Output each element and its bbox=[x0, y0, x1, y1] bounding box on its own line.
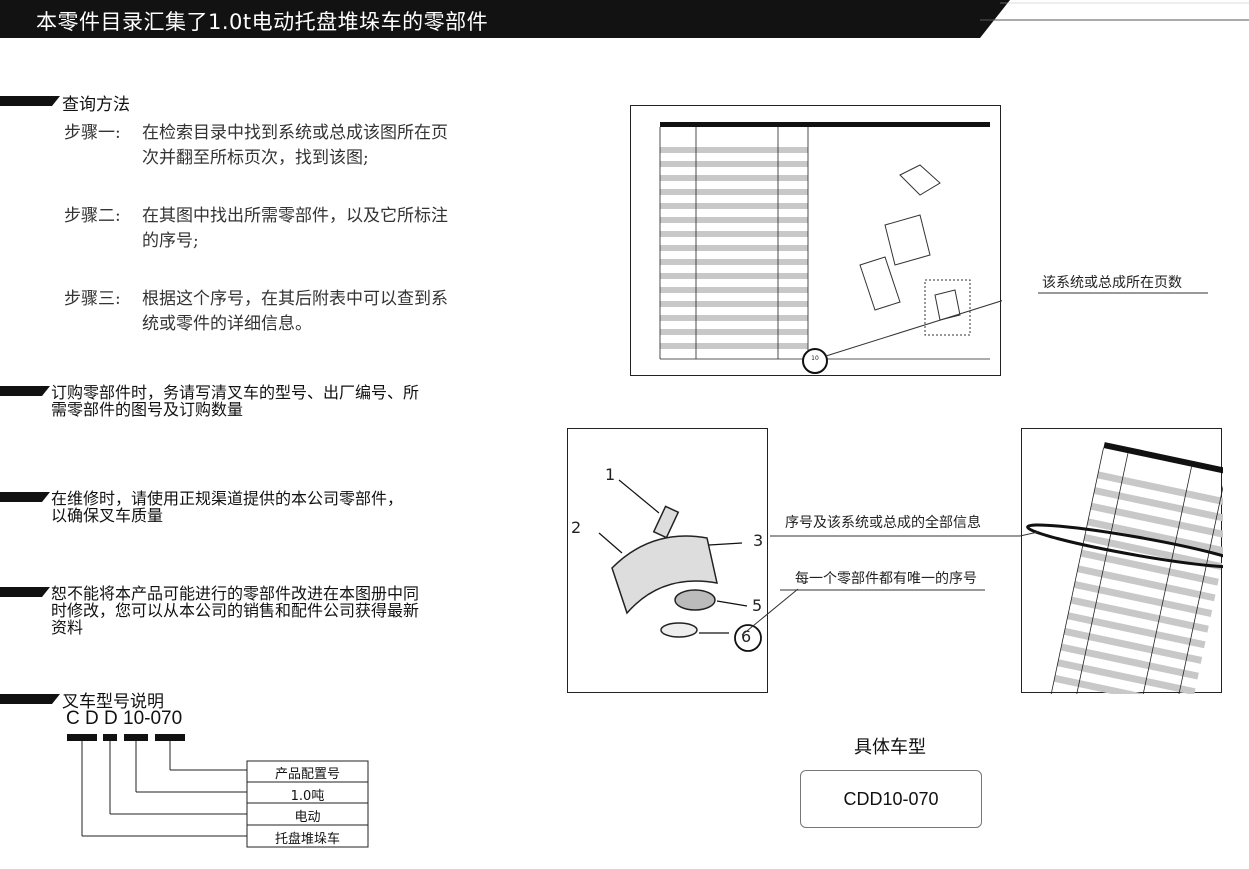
model-box bbox=[800, 770, 982, 828]
model-code-diagram bbox=[67, 734, 369, 848]
step-text: 在检索目录中找到系统或总成该图所在页 bbox=[142, 123, 448, 143]
note-maintenance: 在维修时，请使用正规渠道提供的本公司零部件， 以确保叉车质量 bbox=[51, 490, 403, 524]
note-line: 在维修时，请使用正规渠道提供的本公司零部件， bbox=[51, 489, 404, 508]
section-marker bbox=[0, 694, 60, 704]
step-text: 统或零件的详细信息。 bbox=[142, 314, 312, 334]
section-marker bbox=[0, 492, 50, 502]
part-number-2: 2 bbox=[571, 518, 582, 537]
callout-lines bbox=[770, 531, 1039, 591]
model-heading: 叉车型号说明 bbox=[62, 692, 164, 712]
part-number-1: 1 bbox=[605, 465, 616, 484]
legend-pallet-stacker: 托盘堆垛车 bbox=[274, 832, 340, 847]
parts-illustration bbox=[567, 428, 768, 693]
section-marker bbox=[0, 386, 50, 396]
note-disclaimer: 恕不能将本产品可能进行的零部件改进在本图册中同 时修改，您可以从本公司的销售和配… bbox=[51, 585, 419, 636]
legend-tonnage: 1.0吨 bbox=[290, 789, 325, 804]
parts-table-thumbnail bbox=[1021, 428, 1223, 694]
part-number-6: 6 bbox=[741, 627, 752, 646]
query-method-heading: 查询方法 bbox=[62, 95, 130, 115]
callout-leader bbox=[741, 588, 799, 636]
model-value: CDD10-070 bbox=[843, 789, 939, 809]
part-number-5: 5 bbox=[752, 596, 763, 615]
info-callout: 序号及该系统或总成的全部信息 bbox=[785, 515, 981, 531]
step-label: 步骤三: bbox=[64, 289, 121, 309]
legend-config: 产品配置号 bbox=[274, 767, 340, 782]
step-text: 次并翻至所标页次，找到该图; bbox=[142, 148, 369, 168]
unique-callout: 每一个零部件都有唯一的序号 bbox=[795, 571, 977, 587]
note-line: 资料 bbox=[51, 618, 84, 637]
catalog-page-thumbnail bbox=[630, 105, 1002, 376]
step-3: 步骤三: 根据这个序号，在其后附表中可以查到系 统或零件的详细信息。 bbox=[64, 287, 448, 337]
page-title: 本零件目录汇集了1.0t电动托盘堆垛车的零部件 bbox=[36, 10, 489, 34]
step-1: 步骤一: 在检索目录中找到系统或总成该图所在页 次并翻至所标页次，找到该图; bbox=[64, 121, 448, 171]
section-marker bbox=[0, 96, 60, 106]
callout-line bbox=[1038, 292, 1208, 294]
model-code: C D D 10-070 bbox=[66, 708, 183, 729]
step-text: 的序号; bbox=[142, 231, 199, 251]
note-line: 以确保叉车质量 bbox=[51, 506, 164, 525]
header-banner bbox=[0, 0, 1249, 38]
section-marker bbox=[0, 587, 50, 597]
step-label: 步骤一: bbox=[64, 123, 121, 143]
step-text: 根据这个序号，在其后附表中可以查到系 bbox=[142, 289, 448, 309]
model-caption: 具体车型 bbox=[854, 737, 926, 758]
legend-electric: 电动 bbox=[294, 810, 321, 825]
note-line: 需零部件的图号及订购数量 bbox=[51, 400, 244, 419]
note-line: 订购零部件时，务请写清叉车的型号、出厂编号、所 bbox=[51, 383, 420, 402]
note-ordering: 订购零部件时，务请写清叉车的型号、出厂编号、所 需零部件的图号及订购数量 bbox=[51, 384, 419, 418]
note-line: 时修改，您可以从本公司的销售和配件公司获得最新 bbox=[51, 601, 420, 620]
step-label: 步骤二: bbox=[64, 206, 121, 226]
page-number: 10 bbox=[811, 355, 819, 362]
step-2: 步骤二: 在其图中找出所需零部件，以及它所标注 的序号; bbox=[64, 204, 448, 254]
page-callout: 该系统或总成所在页数 bbox=[1042, 275, 1182, 291]
part-number-3: 3 bbox=[753, 531, 764, 550]
step-text: 在其图中找出所需零部件，以及它所标注 bbox=[142, 206, 448, 226]
note-line: 恕不能将本产品可能进行的零部件改进在本图册中同 bbox=[51, 584, 420, 603]
